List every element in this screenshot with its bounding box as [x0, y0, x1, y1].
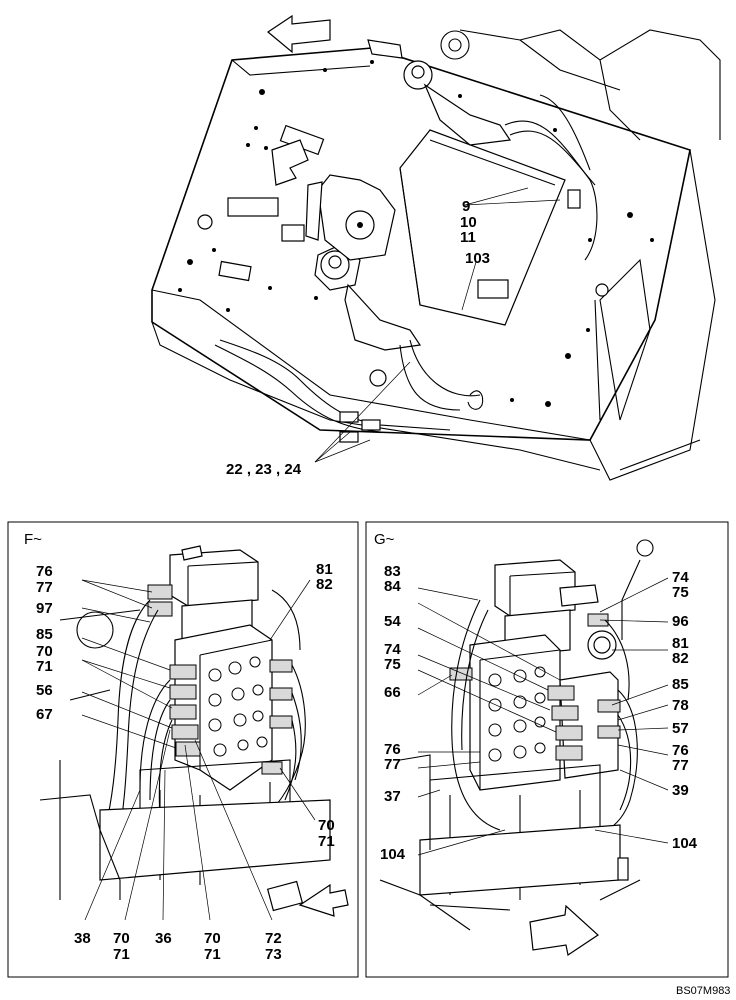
callout-g-78: 78: [672, 697, 689, 714]
right-joystick: [367, 39, 512, 146]
panel-f-title: F~: [24, 531, 42, 548]
callout-g-104a: 104: [380, 846, 406, 863]
direction-arrow-f: [298, 883, 349, 917]
callout-f-71c: 71: [113, 946, 130, 963]
callout-g-66: 66: [384, 684, 401, 701]
callout-f-72: 72: [265, 930, 282, 947]
callout-f-70c: 70: [113, 930, 130, 947]
callout-g-54: 54: [384, 613, 401, 630]
callout-103: 103: [465, 250, 490, 267]
left-joystick: [305, 174, 422, 351]
callout-g-84: 84: [384, 578, 401, 595]
panel-g-valve-drawing: [379, 539, 669, 956]
callout-g-76b: 76: [672, 742, 689, 759]
callout-f-76: 76: [36, 563, 53, 580]
callout-f-70b: 70: [318, 817, 335, 834]
control-valve-body-g: [469, 634, 561, 791]
callout-g-75a: 75: [384, 656, 401, 673]
main-floor-plate: [151, 47, 691, 441]
callout-f-71b: 71: [318, 833, 335, 850]
callout-g-74a: 74: [384, 641, 401, 658]
callout-9: 9: [462, 198, 470, 215]
callout-f-71a: 71: [36, 658, 53, 675]
callout-g-76a: 76: [384, 741, 401, 758]
callout-g-82: 82: [672, 650, 689, 667]
panel-f-frame: [7, 521, 359, 978]
callout-g-57: 57: [672, 720, 689, 737]
callout-g-74b: 74: [672, 569, 689, 586]
callout-g-85: 85: [672, 676, 689, 693]
panel-g-frame: [365, 521, 729, 978]
callout-f-85: 85: [36, 626, 53, 643]
callout-f-71d: 71: [204, 946, 221, 963]
callout-g-37: 37: [384, 788, 401, 805]
callout-f-70a: 70: [36, 643, 53, 660]
callout-g-83: 83: [384, 563, 401, 580]
callout-f-97: 97: [36, 600, 53, 617]
top-assembly-drawing: [151, 14, 721, 481]
callout-f-36: 36: [155, 930, 172, 947]
callout-f-38: 38: [74, 930, 91, 947]
callout-10: 10: [460, 214, 477, 231]
callout-f-81: 81: [316, 561, 333, 578]
direction-arrow-top: [266, 14, 331, 54]
callout-f-82: 82: [316, 576, 333, 593]
panel-g-title: G~: [374, 531, 395, 548]
callout-f-77: 77: [36, 579, 53, 596]
callout-g-77b: 77: [672, 757, 689, 774]
drawing-code: BS07M983: [676, 985, 730, 997]
panel-f-valve-drawing: [39, 545, 349, 921]
callout-g-81: 81: [672, 635, 689, 652]
callout-11: 11: [460, 229, 476, 246]
callout-f-70d: 70: [204, 930, 221, 947]
direction-arrow-g: [529, 904, 599, 956]
callout-f-67: 67: [36, 706, 53, 723]
callout-g-75b: 75: [672, 584, 689, 601]
bolt-holes: [178, 60, 654, 407]
callout-g-77a: 77: [384, 756, 401, 773]
callout-g-96: 96: [672, 613, 689, 630]
callout-f-73: 73: [265, 946, 282, 963]
callout-g-39: 39: [672, 782, 689, 799]
callout-22-23-24: 22 , 23 , 24: [226, 461, 302, 478]
callout-g-104b: 104: [672, 835, 698, 852]
callout-f-56: 56: [36, 682, 53, 699]
